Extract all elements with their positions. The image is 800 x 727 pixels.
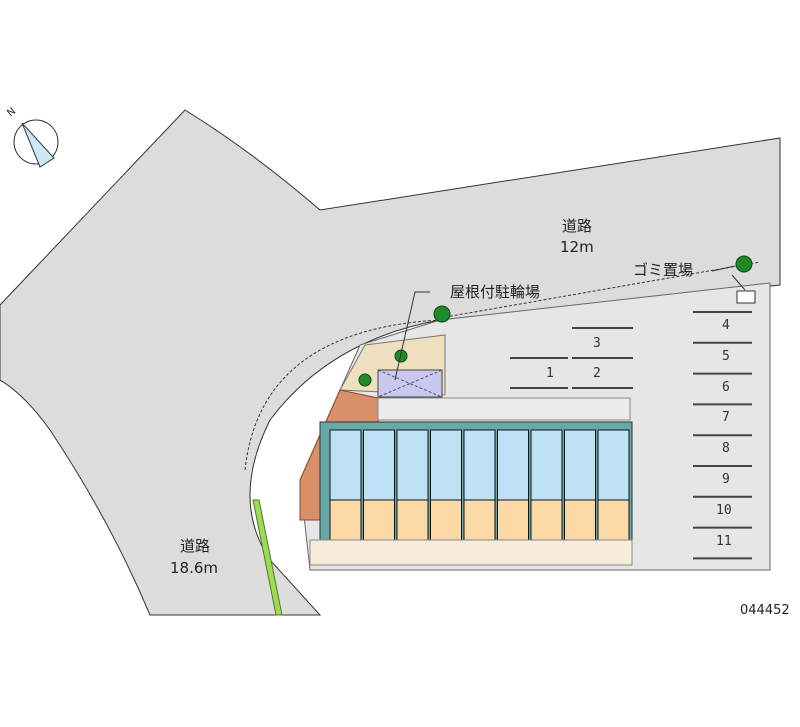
unit-wet-area bbox=[363, 429, 395, 501]
parking-space-number: 2 bbox=[593, 366, 601, 381]
bicycle-parking-label: 屋根付駐輪場 bbox=[450, 283, 541, 301]
parking-space-number: 4 bbox=[722, 318, 730, 333]
unit-room bbox=[497, 499, 529, 541]
unit-room bbox=[363, 499, 395, 541]
road-area bbox=[0, 109, 781, 616]
unit-room bbox=[463, 499, 496, 541]
unit-wet-area bbox=[597, 429, 630, 501]
green-strip bbox=[252, 499, 283, 616]
walkway bbox=[377, 397, 631, 421]
parking-space-number: 9 bbox=[722, 472, 730, 487]
parking-space-number: 5 bbox=[722, 348, 730, 364]
unit-room bbox=[530, 499, 563, 541]
unit-room bbox=[329, 499, 362, 541]
unit-wet-area bbox=[329, 429, 362, 501]
unit-wet-area bbox=[564, 429, 596, 501]
unit-wet-area bbox=[497, 429, 529, 501]
tree bbox=[358, 373, 372, 387]
road-width: 18.6m bbox=[170, 559, 219, 577]
unit-room bbox=[564, 499, 596, 541]
road-width: 12m bbox=[560, 238, 594, 256]
unit-wet-area bbox=[530, 429, 563, 501]
parking-space-number: 8 bbox=[722, 441, 730, 457]
tree bbox=[433, 305, 451, 323]
road-line bbox=[439, 261, 761, 319]
parking-space-number: 3 bbox=[593, 336, 601, 351]
garbage-box bbox=[736, 290, 756, 304]
parking-space-number: 10 bbox=[716, 502, 732, 518]
tree bbox=[394, 349, 408, 363]
unit-wet-area bbox=[463, 429, 496, 501]
tree bbox=[735, 255, 753, 273]
compass-icon bbox=[13, 119, 59, 168]
map-id: 044452 bbox=[740, 603, 790, 618]
unit-wet-area bbox=[396, 429, 429, 501]
road-name: 道路 bbox=[180, 537, 211, 555]
parking-space-number: 1 bbox=[546, 366, 554, 381]
trees bbox=[358, 255, 753, 387]
road-name: 道路 bbox=[562, 217, 593, 235]
unit-wet-area bbox=[430, 429, 462, 501]
unit-room bbox=[597, 499, 630, 541]
unit-room bbox=[396, 499, 429, 541]
parking-space-number: 6 bbox=[722, 379, 730, 395]
parking-space-number: 11 bbox=[716, 533, 732, 549]
unit-room bbox=[430, 499, 462, 541]
parking-space-number: 7 bbox=[722, 410, 730, 426]
garbage-label: ゴミ置場 bbox=[633, 261, 694, 279]
